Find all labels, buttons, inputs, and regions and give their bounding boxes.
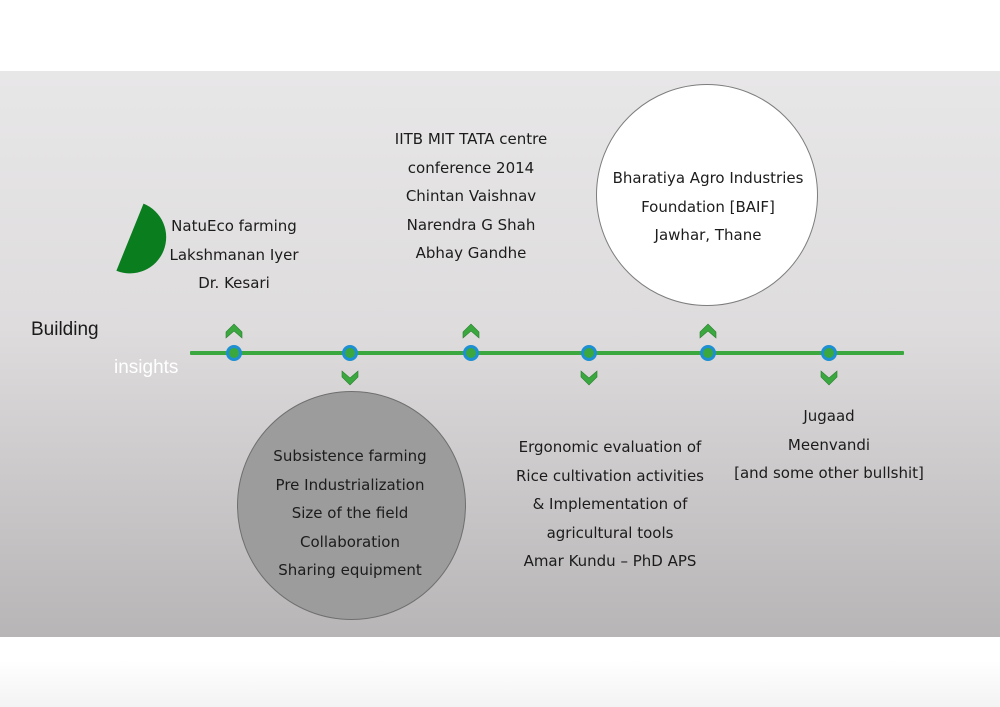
milestone-5-text: Bharatiya Agro Industries Foundation [BA… — [613, 164, 804, 250]
title-building: Building — [31, 319, 99, 340]
timeline-node-6 — [821, 345, 837, 361]
milestone-2-line: Subsistence farming — [273, 447, 427, 465]
chevron-down-icon — [341, 370, 359, 386]
timeline-node-5 — [700, 345, 716, 361]
timeline-node-3 — [463, 345, 479, 361]
milestone-2-line: Sharing equipment — [278, 561, 422, 579]
milestone-3-line: Chintan Vaishnav — [405, 187, 537, 205]
slide-canvas: Building insights NatuEco farming Lakshm… — [0, 71, 1000, 637]
milestone-2-text: Subsistence farming Pre Industrializatio… — [273, 442, 426, 585]
milestone-4-line: Rice cultivation activities — [516, 466, 704, 485]
chevron-up-icon — [462, 323, 480, 339]
chevron-up-icon — [225, 323, 243, 339]
milestone-3-line: Abhay Gandhe — [415, 244, 527, 262]
milestone-2-line: Pre Industrialization — [275, 475, 425, 494]
chevron-down-icon — [580, 370, 598, 386]
chevron-up-icon — [699, 323, 717, 339]
milestone-3-line: Narendra G Shah — [406, 215, 536, 234]
milestone-5-line: Jawhar, Thane — [654, 226, 762, 244]
timeline-line — [190, 351, 904, 355]
milestone-4-line: Ergonomic evaluation of — [518, 438, 702, 456]
milestone-1-line: Dr. Kesari — [198, 274, 270, 292]
half-disc-shape — [116, 203, 167, 274]
timeline-node-4 — [581, 345, 597, 361]
milestone-6-line: [and some other bullshit] — [734, 464, 924, 482]
milestone-1-line: NatuEco farming — [171, 217, 297, 235]
milestone-6-text: Jugaad Meenvandi [and some other bullshi… — [734, 402, 924, 488]
title-insights: insights — [114, 357, 179, 378]
milestone-3-line: conference 2014 — [407, 158, 535, 177]
milestone-2-line: Collaboration — [300, 532, 400, 551]
baif-circle — [596, 84, 818, 306]
milestone-5-line: Bharatiya Agro Industries — [612, 169, 804, 187]
milestone-4-line: Amar Kundu – PhD APS — [523, 552, 697, 570]
subsistence-circle — [237, 391, 466, 620]
milestone-1-line: Lakshmanan Iyer — [169, 245, 299, 264]
milestone-3-text: IITB MIT TATA centre conference 2014 Chi… — [395, 125, 547, 268]
chevron-down-icon — [820, 370, 838, 386]
start-half-disc — [116, 203, 167, 274]
timeline-node-2 — [342, 345, 358, 361]
milestone-2-line: Size of the field — [291, 504, 409, 522]
milestone-6-line: Meenvandi — [787, 435, 871, 454]
milestone-4-line: & Implementation of — [532, 495, 688, 513]
milestone-3-line: IITB MIT TATA centre — [394, 130, 548, 148]
timeline-node-1 — [226, 345, 242, 361]
milestone-4-text: Ergonomic evaluation of Rice cultivation… — [516, 433, 704, 576]
milestone-5-line: Foundation [BAIF] — [641, 197, 775, 216]
milestone-4-line: agricultural tools — [546, 523, 674, 542]
milestone-1-text: NatuEco farming Lakshmanan Iyer Dr. Kesa… — [169, 212, 298, 298]
milestone-6-line: Jugaad — [803, 407, 855, 425]
